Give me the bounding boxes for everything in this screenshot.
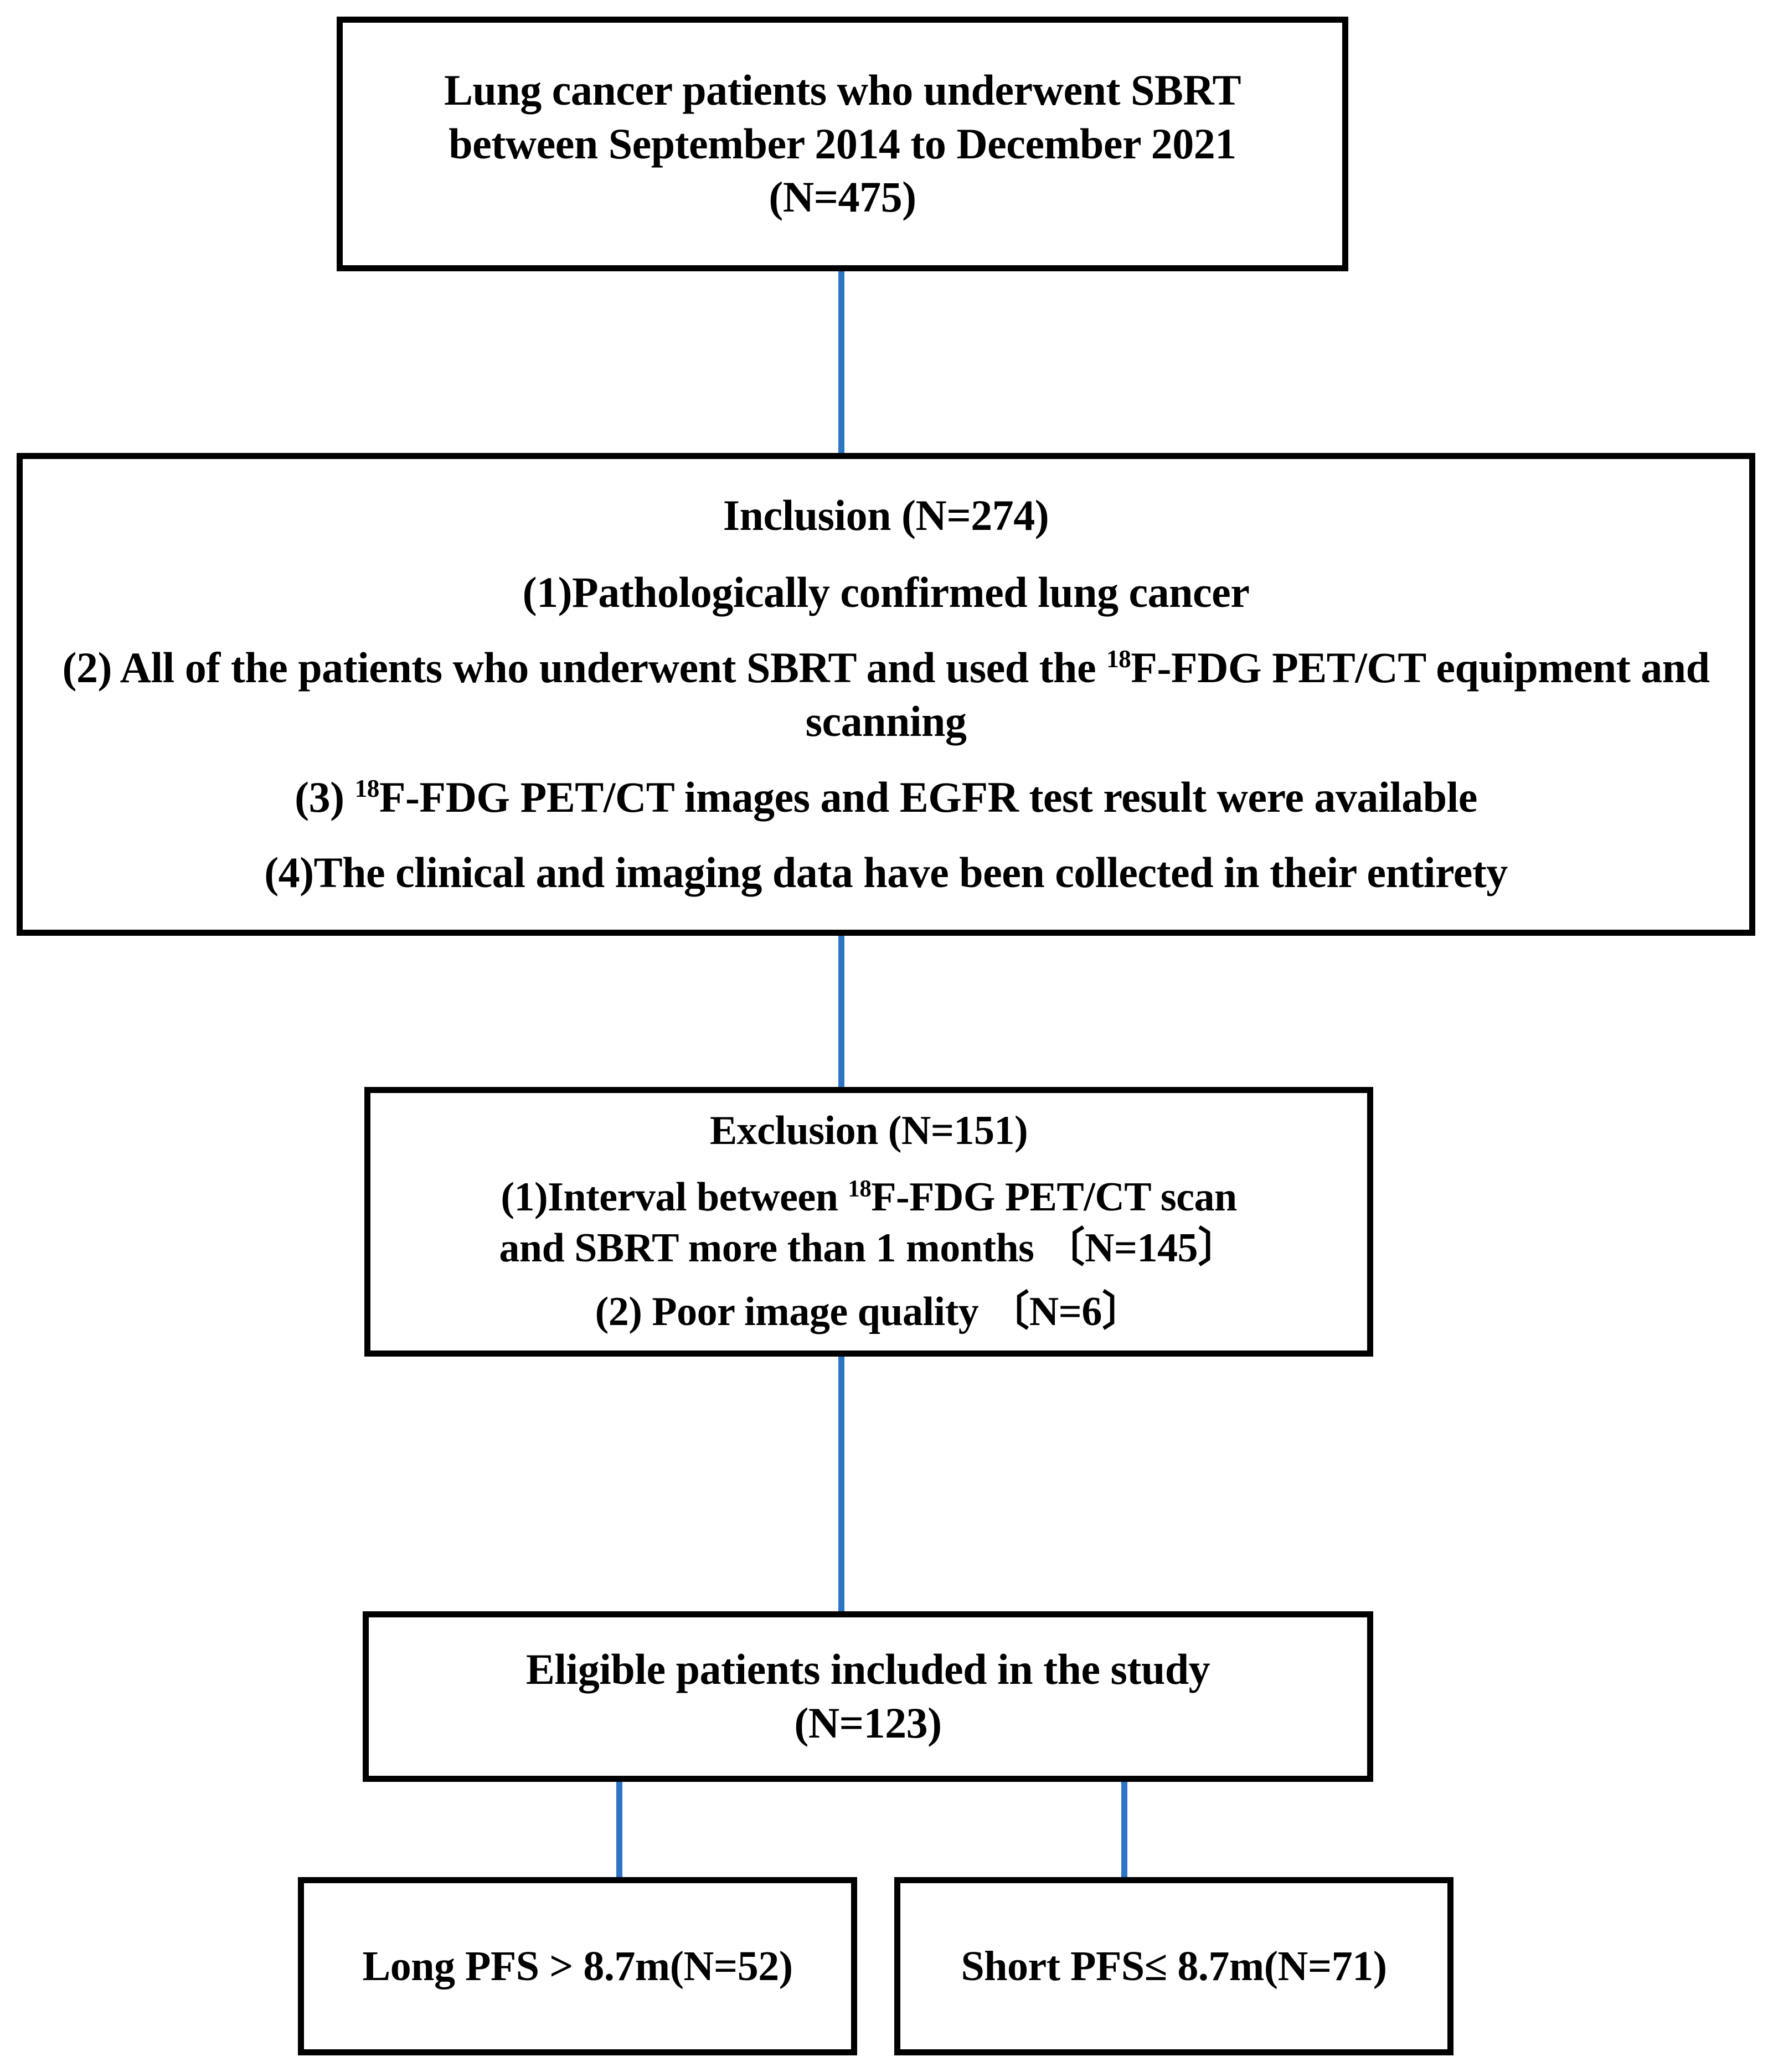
- inclusion-criterion-2-post: F-FDG PET/CT equipment and scanning: [805, 643, 1710, 745]
- fluorine-18-superscript: 18: [848, 1176, 872, 1202]
- fluorine-18-superscript: 18: [354, 774, 380, 802]
- box-inclusion-criteria: Inclusion (N=274) (1)Pathologically conf…: [17, 453, 1755, 936]
- box-long-pfs-group: Long PFS > 8.7m(N=52): [298, 1877, 857, 2055]
- eligible-line-1: Eligible patients included in the study: [525, 1645, 1210, 1694]
- box-exclusion-criteria: Exclusion (N=151) (1)Interval between 18…: [364, 1087, 1373, 1357]
- connector-eligible-to-short-pfs: [1121, 1782, 1127, 1877]
- connector-inclusion-to-exclusion: [838, 936, 844, 1087]
- long-pfs-label: Long PFS > 8.7m(N=52): [362, 1942, 793, 1989]
- box-short-pfs-group: Short PFS≤ 8.7m(N=71): [894, 1877, 1454, 2055]
- inclusion-criterion-1: (1)Pathologically confirmed lung cancer: [522, 568, 1250, 616]
- cohort-line-2: between September 2014 to December 2021: [449, 119, 1236, 168]
- exclusion-criterion-1-pre: (1)Interval between: [501, 1174, 848, 1220]
- exclusion-criterion-2: (2) Poor image quality 〔N=6〕: [595, 1289, 1143, 1335]
- exclusion-criterion-1-post: F-FDG PET/CT scan: [871, 1174, 1237, 1220]
- inclusion-criterion-3-post: F-FDG PET/CT images and EGFR test result…: [379, 772, 1478, 821]
- eligible-count: (N=123): [794, 1699, 942, 1747]
- inclusion-criterion-3: (3) 18F-FDG PET/CT images and EGFR test …: [295, 771, 1477, 824]
- box-eligible-patients: Eligible patients included in the study …: [363, 1611, 1373, 1782]
- inclusion-header: Inclusion (N=274): [723, 491, 1049, 539]
- inclusion-criterion-2: (2) All of the patients who underwent SB…: [36, 641, 1736, 748]
- exclusion-header: Exclusion (N=151): [709, 1108, 1028, 1153]
- inclusion-criterion-2-pre: (2) All of the patients who underwent SB…: [62, 643, 1107, 692]
- connector-cohort-to-inclusion: [838, 271, 844, 453]
- fluorine-18-superscript: 18: [1106, 645, 1131, 673]
- connector-eligible-to-long-pfs: [616, 1782, 622, 1877]
- box-source-cohort: Lung cancer patients who underwent SBRT …: [337, 17, 1348, 271]
- cohort-line-1: Lung cancer patients who underwent SBRT: [444, 65, 1241, 114]
- exclusion-criterion-1-line-2: and SBRT more than 1 months 〔N=145〕: [499, 1225, 1239, 1271]
- cohort-count: (N=475): [769, 173, 916, 221]
- exclusion-criterion-1: (1)Interval between 18F-FDG PET/CT scan …: [499, 1172, 1239, 1274]
- exclusion-criterion-1-line-1: (1)Interval between 18F-FDG PET/CT scan: [499, 1172, 1238, 1223]
- connector-exclusion-to-eligible: [838, 1357, 844, 1611]
- short-pfs-label: Short PFS≤ 8.7m(N=71): [961, 1942, 1387, 1989]
- inclusion-criterion-3-pre: (3): [295, 772, 355, 821]
- inclusion-criterion-4: (4)The clinical and imaging data have be…: [264, 848, 1508, 897]
